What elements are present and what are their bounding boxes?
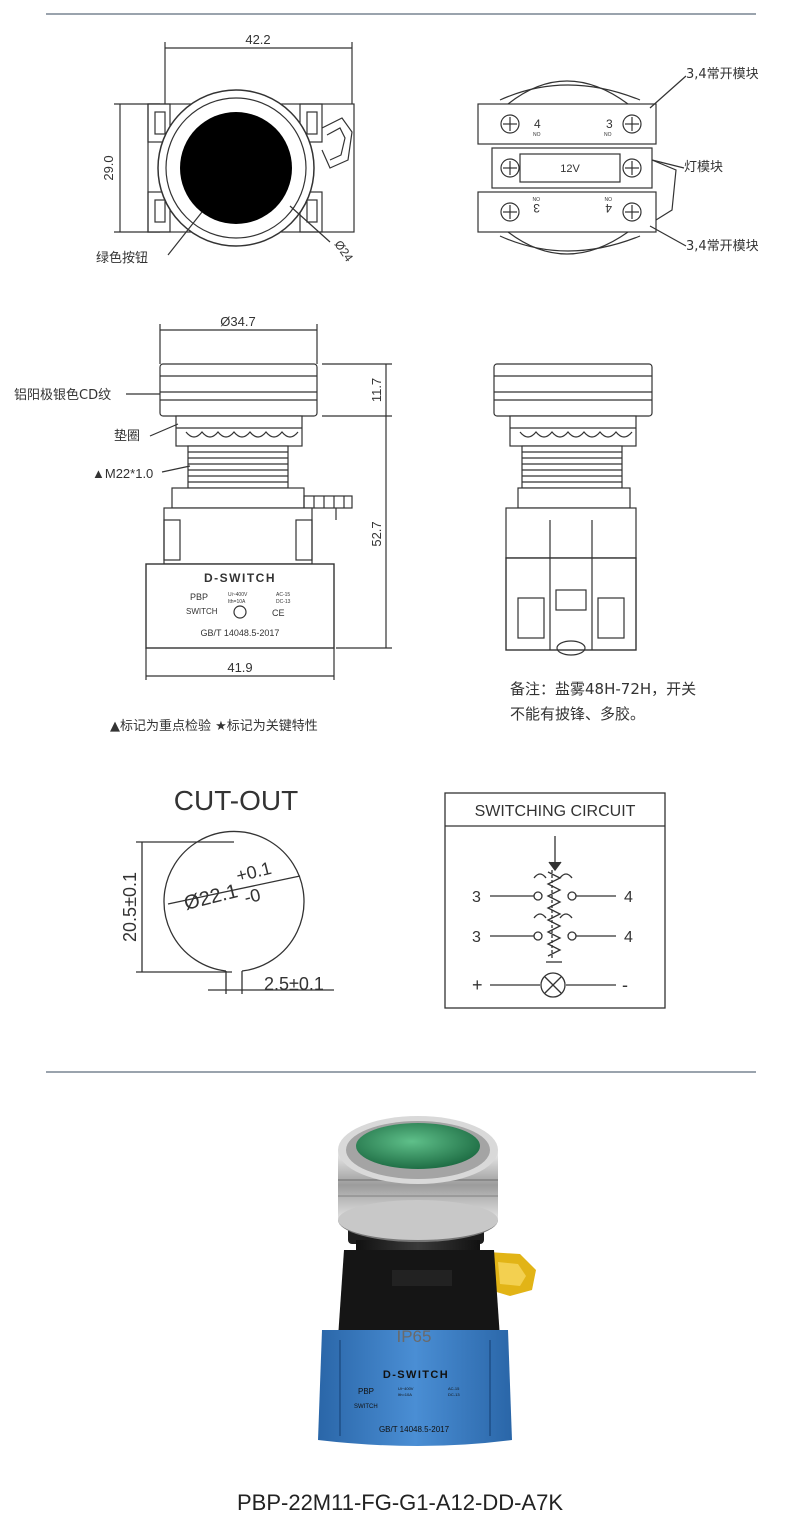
side-rating-ac: AC-15 [276,592,290,598]
ce-mark: CE [272,608,285,618]
thread-label: ▲M22*1.0 [92,466,153,481]
total-height-dim: 52.7 [369,521,384,546]
photo-model: PBP [358,1387,374,1396]
photo-switch: SWITCH [354,1404,378,1410]
button-label: 绿色按钮 [96,250,148,266]
product-code: PBP-22M11-FG-G1-A12-DD-A7K [237,1490,563,1515]
front-view [114,42,355,256]
rear-term-bot-right: 4 [605,201,612,215]
module-mid-label: 灯模块 [684,160,723,175]
legend-note: ▲标记为重点检验 ★标记为关键特性 [110,718,318,734]
circuit-minus: - [622,975,628,995]
photo-rating2: Ith=10A [398,1392,412,1397]
remark-line1: 备注：盐雾48H-72H，开关 [510,680,696,698]
rear-term-top-right: 3 [606,117,613,131]
photo-rating1: Ui~400V [398,1386,414,1391]
photo-rating-ac: AC-15 [448,1386,460,1391]
bezel-finish-label: 铝阳极银色CD纹 [14,387,111,403]
cutout-dia: Ø22.1 [182,880,240,915]
photo-standard: GB/T 14048.5-2017 [379,1425,450,1434]
side-rating-dc: DC-13 [276,599,291,605]
side-switch: SWITCH [186,607,218,616]
module-bot-label: 3,4常开模块 [686,239,759,254]
side-view [126,324,392,680]
rear-term-bot-right-sub: ON [604,195,612,201]
circuit-plus: + [472,975,483,995]
cutout-title: CUT-OUT [174,785,298,816]
side-model: PBP [190,592,208,602]
remark-line2: 不能有披锋、多胶。 [510,705,645,723]
circuit-right-bot: 4 [624,929,633,946]
cutout-tol-minus: -0 [242,885,262,908]
cutout-shape [136,830,334,994]
rear-term-top-left: 4 [534,117,541,131]
circuit-right-top: 4 [624,889,633,906]
photo-rating-dc: DC-13 [448,1392,460,1397]
circuit-left-bot: 3 [472,929,481,946]
body-width-dim: 41.9 [227,660,252,675]
cutout-tol-plus: +0.1 [234,858,273,886]
side-standard: GB/T 14048.5-2017 [201,628,280,638]
module-top-label: 3,4常开模块 [686,67,759,82]
circuit-left-top: 3 [472,889,481,906]
lamp-voltage: 12V [560,163,580,175]
rear-view [477,75,687,255]
bezel-height-dim: 11.7 [369,378,384,402]
side-rating2: Ith=10A [228,599,246,605]
photo-brand: D-SWITCH [383,1369,449,1381]
gasket-label: 垫圈 [114,428,140,444]
cutout-notch: 2.5±0.1 [264,974,324,994]
circuit-title: SWITCHING CIRCUIT [475,803,636,820]
circuit-box [444,792,666,1009]
button-dia-dim: Ø24 [332,238,357,265]
side-brand: D-SWITCH [204,571,276,585]
cutout-height: 20.5±0.1 [120,872,140,942]
photo-ip-rating: IP65 [397,1327,432,1346]
rear-term-bot-left: 3 [533,201,540,215]
rear-term-top-left-sub: NO [533,132,541,138]
rear-term-top-right-sub: NO [604,132,612,138]
rear-term-bot-left-sub: ON [532,195,540,201]
front-height-dim: 29.0 [101,155,116,180]
front-width-dim: 42.2 [245,32,270,47]
side-view-rotated [493,363,653,656]
bezel-dia-dim: Ø34.7 [220,314,255,329]
side-rating1: Ui~400V [228,592,248,598]
product-photo [318,1116,536,1446]
